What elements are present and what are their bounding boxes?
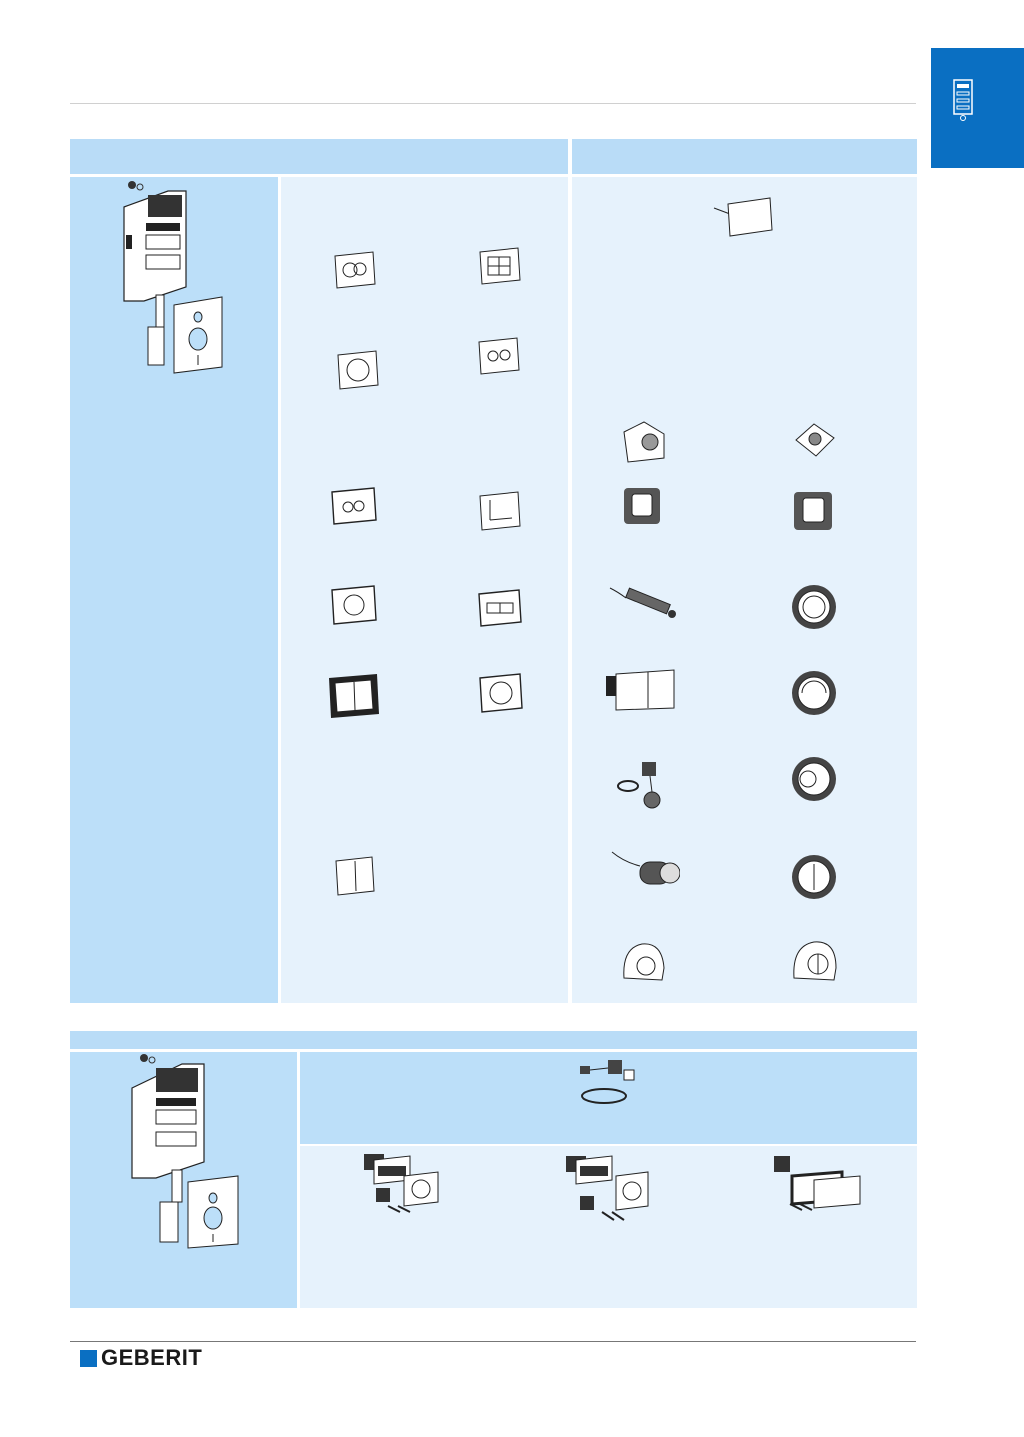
mounting-set-rect-icon[interactable]	[772, 1150, 864, 1216]
dual-circle-plate-icon[interactable]	[477, 336, 521, 376]
round-push-icon-3[interactable]	[788, 754, 840, 804]
cistern-frame-icon	[123, 181, 223, 374]
cistern-tab-icon	[953, 79, 973, 121]
flat-button-icon[interactable]	[792, 420, 838, 460]
round-plate-icon[interactable]	[330, 584, 378, 628]
brand-name: GEBERIT	[101, 1345, 203, 1370]
wall-button-icon[interactable]	[618, 418, 668, 464]
round-push-icon-4[interactable]	[788, 852, 840, 902]
cable-round-icon[interactable]	[610, 848, 680, 896]
mounting-set-round-icon[interactable]	[358, 1150, 446, 1216]
pneumatic-kit-icon[interactable]	[614, 756, 670, 814]
remote-plate-icon[interactable]	[712, 194, 776, 240]
square-button-icon[interactable]	[620, 484, 666, 530]
footer-rule	[70, 1341, 916, 1342]
rect-dual-plate-icon[interactable]	[477, 588, 523, 630]
cistern-frame-icon-2	[131, 1054, 239, 1249]
mounting-set-round-icon-2[interactable]	[562, 1150, 650, 1228]
electronic-plate-icon[interactable]	[602, 668, 678, 712]
square-button-icon-2[interactable]	[790, 488, 838, 534]
round-push-icon-2[interactable]	[788, 668, 840, 718]
dome-push-icon-2[interactable]	[788, 936, 840, 986]
framed-plate-icon[interactable]	[327, 672, 381, 722]
cable-actuator-icon[interactable]	[608, 584, 680, 624]
square-plate-icon[interactable]	[478, 490, 522, 532]
section-tab[interactable]	[931, 48, 1024, 168]
dual-oval-plate-icon[interactable]	[330, 486, 378, 528]
table1-cistern-cell	[70, 177, 278, 1003]
brand-logo: GEBERIT	[80, 1345, 202, 1371]
dome-push-icon[interactable]	[618, 938, 668, 986]
table2-header	[70, 1031, 917, 1049]
round-plate-icon-2[interactable]	[478, 672, 524, 716]
dual-round-plate-icon[interactable]	[333, 250, 377, 290]
logo-square-icon	[80, 1349, 97, 1367]
table1-plates-cell	[281, 177, 568, 1003]
round-single-plate-icon[interactable]	[336, 349, 380, 391]
dual-rect-plate-icon[interactable]	[478, 246, 522, 286]
round-push-icon[interactable]	[788, 582, 840, 632]
split-plate-icon[interactable]	[334, 855, 376, 897]
table1-header-right	[572, 139, 917, 174]
hose-kit-icon[interactable]	[574, 1056, 640, 1108]
table1-header-left	[70, 139, 568, 174]
top-rule	[70, 103, 916, 104]
table2-cistern-cell	[70, 1052, 297, 1308]
